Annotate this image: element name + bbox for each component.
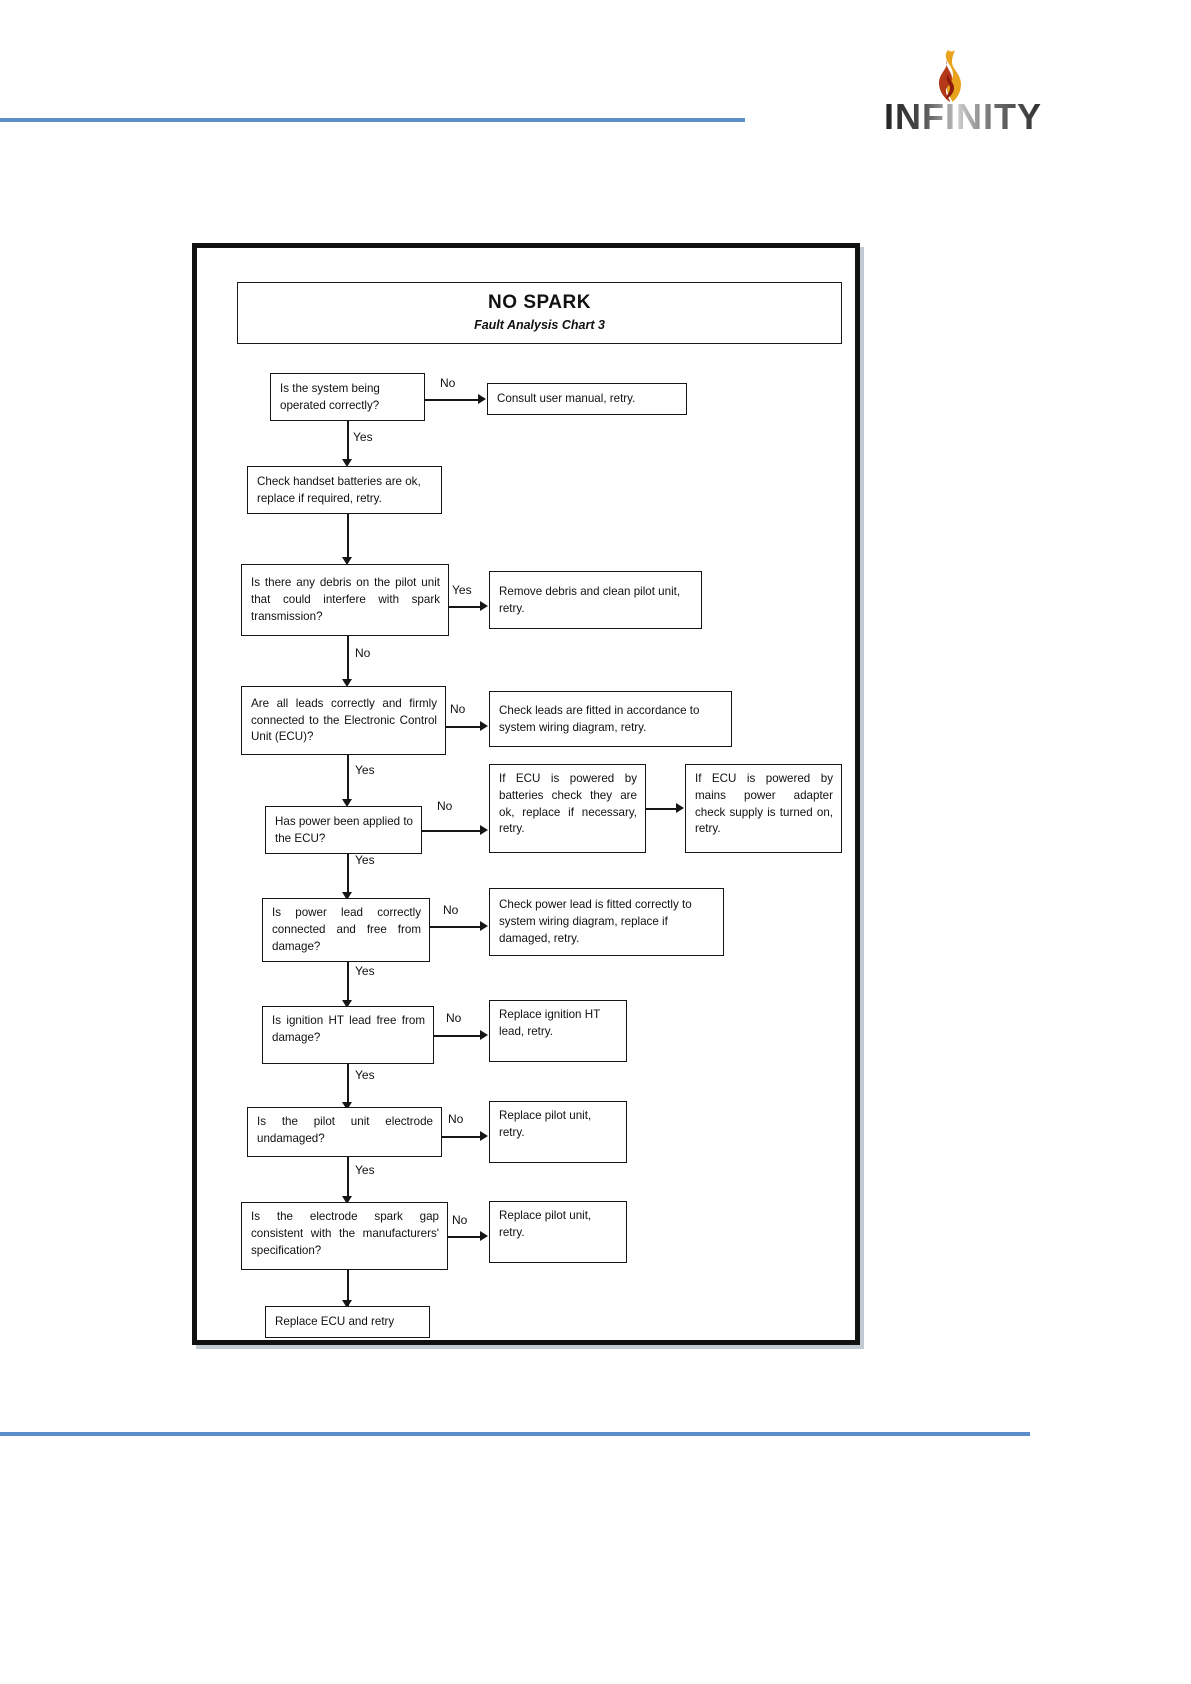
edge-q1-a1-arrowhead (478, 394, 486, 404)
node-q4-text: Has power been applied to the ECU? (275, 814, 413, 845)
footer-divider-rule (0, 1432, 1030, 1436)
edge-q7-a9-arrowhead (480, 1131, 488, 1141)
node-a10-text: Replace pilot unit, retry. (499, 1209, 592, 1239)
edge-q4-a5-arrowhead (480, 825, 488, 835)
edge-a5-a6-arrowhead (676, 803, 684, 813)
node-q2-text: Is there any debris on the pilot unit th… (251, 576, 440, 623)
node-q2: Is there any debris on the pilot unit th… (241, 564, 449, 636)
node-q6: Is ignition HT lead free from damage? (262, 1006, 434, 1064)
node-a9-text: Replace pilot unit, retry. (499, 1109, 592, 1139)
edge-q6-a8-arrowhead (480, 1030, 488, 1040)
edge-q8-a11-arrowhead (342, 1300, 352, 1308)
node-a4-text: Check leads are fitted in accordance to … (499, 703, 700, 734)
edge-q4-a5 (422, 830, 481, 832)
node-q1-text: Is the system being operated correctly? (280, 381, 380, 412)
edge-a2-q2 (347, 514, 349, 561)
node-a6-text: If ECU is powered by mains power adapter… (695, 772, 833, 836)
node-q8: Is the electrode spark gap consistent wi… (241, 1202, 448, 1270)
edge-label-q8-no: No (452, 1213, 468, 1227)
edge-label-q5-yes: Yes (355, 964, 375, 978)
node-q6-text: Is ignition HT lead free from damage? (272, 1014, 425, 1044)
edge-label-q5-no: No (443, 903, 459, 917)
fault-analysis-chart: NO SPARK Fault Analysis Chart 3 Is the s… (192, 243, 860, 1345)
node-a10: Replace pilot unit, retry. (489, 1201, 627, 1263)
node-a11: Replace ECU and retry (265, 1306, 430, 1338)
edge-q5-a7-arrowhead (480, 921, 488, 931)
edge-q8-a11 (347, 1270, 349, 1306)
edge-q4-q5-arrowhead (342, 892, 352, 900)
chart-subtitle: Fault Analysis Chart 3 (474, 318, 605, 332)
node-a4: Check leads are fitted in accordance to … (489, 691, 732, 747)
node-q1: Is the system being operated correctly? (270, 373, 425, 421)
edge-q2-a3 (449, 606, 481, 608)
chart-title: NO SPARK (488, 292, 591, 313)
infinity-logo: INFINITY (868, 48, 1058, 136)
edge-q8-a10 (448, 1236, 481, 1238)
node-a7: Check power lead is fitted correctly to … (489, 888, 724, 956)
edge-q8-a10-arrowhead (480, 1231, 488, 1241)
node-q7-text: Is the pilot unit electrode undamaged? (257, 1115, 433, 1145)
node-a3-text: Remove debris and clean pilot unit, retr… (499, 584, 681, 615)
chart-title-box: NO SPARK Fault Analysis Chart 3 (237, 282, 842, 344)
edge-q3-q4 (347, 755, 349, 803)
edge-q7-a9 (442, 1136, 481, 1138)
edge-q3-q4-arrowhead (342, 799, 352, 807)
edge-q7-q8 (347, 1157, 349, 1200)
edge-label-q7-no: No (448, 1112, 464, 1126)
header-divider-rule (0, 118, 745, 122)
node-q3: Are all leads correctly and firmly conne… (241, 686, 446, 755)
edge-q4-q5 (347, 854, 349, 896)
edge-q2-q3-arrowhead (342, 679, 352, 687)
node-a1: Consult user manual, retry. (487, 383, 687, 415)
node-a5: If ECU is powered by batteries check the… (489, 764, 646, 853)
logo-wordmark: INFINITY (868, 98, 1058, 136)
edge-a5-a6 (646, 808, 677, 810)
edge-label-q3-yes: Yes (355, 763, 375, 777)
node-a8: Replace ignition HT lead, retry. (489, 1000, 627, 1062)
node-a2-text: Check handset batteries are ok, replace … (257, 474, 421, 505)
edge-label-q7-yes: Yes (355, 1163, 375, 1177)
node-a3: Remove debris and clean pilot unit, retr… (489, 571, 702, 629)
edge-label-q2-no: No (355, 646, 371, 660)
node-a11-text: Replace ECU and retry (275, 1315, 395, 1329)
node-q3-text: Are all leads correctly and firmly conne… (251, 696, 437, 744)
edge-q3-a4-arrowhead (480, 721, 488, 731)
edge-q6-q7 (347, 1064, 349, 1106)
edge-label-q6-yes: Yes (355, 1068, 375, 1082)
node-q8-text: Is the electrode spark gap consistent wi… (251, 1210, 439, 1257)
node-a8-text: Replace ignition HT lead, retry. (499, 1008, 600, 1038)
node-q5: Is power lead correctly connected and fr… (262, 898, 430, 962)
edge-q2-a3-arrowhead (480, 601, 488, 611)
edge-q7-q8-arrowhead (342, 1196, 352, 1204)
node-q4: Has power been applied to the ECU? (265, 806, 422, 854)
edge-label-q1-no: No (440, 376, 456, 390)
edge-q3-a4 (446, 726, 481, 728)
edge-q5-q6 (347, 962, 349, 1004)
flame-icon (939, 50, 961, 102)
edge-label-q4-no: No (437, 799, 453, 813)
node-a5-text: If ECU is powered by batteries check the… (499, 772, 637, 836)
edge-q6-q7-arrowhead (342, 1102, 352, 1110)
node-a1-text: Consult user manual, retry. (497, 392, 636, 406)
edge-q1-a2-arrowhead (342, 459, 352, 467)
edge-a2-q2-arrowhead (342, 557, 352, 565)
node-q7: Is the pilot unit electrode undamaged? (247, 1107, 442, 1157)
edge-q5-a7 (430, 926, 481, 928)
edge-q5-q6-arrowhead (342, 1000, 352, 1008)
edge-label-q1-yes: Yes (353, 430, 373, 444)
node-a9: Replace pilot unit, retry. (489, 1101, 627, 1163)
edge-q1-a1 (425, 399, 479, 401)
node-a6: If ECU is powered by mains power adapter… (685, 764, 842, 853)
edge-label-q2-yes: Yes (452, 583, 472, 597)
node-a2: Check handset batteries are ok, replace … (247, 466, 442, 514)
node-q5-text: Is power lead correctly connected and fr… (272, 906, 421, 953)
edge-label-q3-no: No (450, 702, 466, 716)
edge-label-q4-yes: Yes (355, 853, 375, 867)
edge-q1-a2 (347, 421, 349, 463)
edge-q6-a8 (434, 1035, 481, 1037)
edge-q2-q3 (347, 636, 349, 683)
node-a7-text: Check power lead is fitted correctly to … (499, 898, 692, 945)
edge-label-q6-no: No (446, 1011, 462, 1025)
